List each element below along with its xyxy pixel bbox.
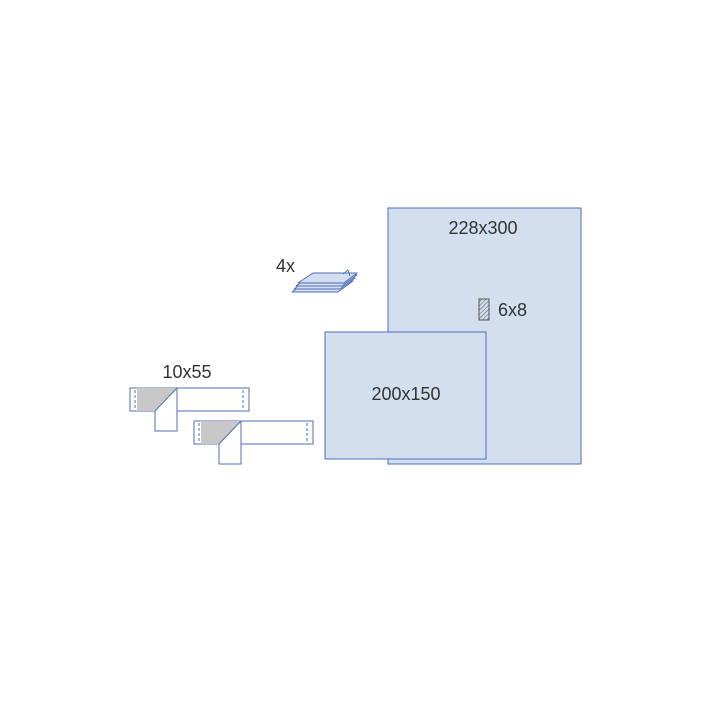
tape-strip-label: 10x55: [162, 362, 211, 382]
tape-strip-2: [193, 420, 314, 465]
tape-strip-1: [129, 387, 250, 432]
large-drape-label: 228x300: [448, 218, 517, 238]
medium-drape-label: 200x150: [371, 384, 440, 404]
towels-count-label: 4x: [276, 256, 295, 276]
incise-window-icon: [478, 298, 490, 321]
incise-window-label: 6x8: [498, 300, 527, 320]
medium-drape: [324, 331, 487, 460]
towel-stack-icon: [291, 269, 358, 293]
